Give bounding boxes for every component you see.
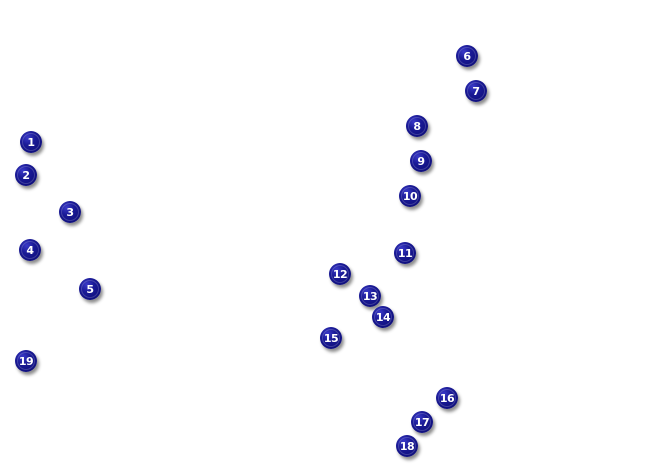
marker-number-label: 8 [413, 119, 421, 133]
numbered-marker-5[interactable]: 5 [79, 278, 101, 300]
numbered-marker-3[interactable]: 3 [59, 201, 81, 223]
marker-number-label: 4 [26, 243, 34, 257]
marker-number-label: 11 [397, 246, 413, 260]
marker-number-label: 9 [417, 154, 425, 168]
marker-number-label: 3 [66, 205, 74, 219]
numbered-marker-8[interactable]: 8 [406, 115, 428, 137]
numbered-marker-2[interactable]: 2 [15, 164, 37, 186]
numbered-marker-17[interactable]: 17 [411, 411, 433, 433]
numbered-marker-18[interactable]: 18 [396, 435, 418, 457]
numbered-marker-16[interactable]: 16 [436, 387, 458, 409]
numbered-marker-15[interactable]: 15 [320, 327, 342, 349]
marker-number-label: 5 [86, 282, 94, 296]
marker-number-label: 15 [323, 331, 339, 345]
marker-number-label: 12 [332, 267, 348, 281]
marker-number-label: 16 [439, 391, 455, 405]
marker-number-label: 13 [362, 289, 378, 303]
marker-number-label: 2 [22, 168, 30, 182]
marker-number-label: 1 [27, 135, 35, 149]
numbered-marker-9[interactable]: 9 [410, 150, 432, 172]
marker-number-label: 14 [375, 310, 391, 324]
marker-number-label: 19 [18, 354, 34, 368]
numbered-marker-11[interactable]: 11 [394, 242, 416, 264]
numbered-marker-1[interactable]: 1 [20, 131, 42, 153]
marker-number-label: 18 [399, 439, 415, 453]
numbered-marker-19[interactable]: 19 [15, 350, 37, 372]
numbered-marker-4[interactable]: 4 [19, 239, 41, 261]
numbered-marker-13[interactable]: 13 [359, 285, 381, 307]
numbered-marker-12[interactable]: 12 [329, 263, 351, 285]
marker-number-label: 17 [414, 415, 430, 429]
marker-number-label: 6 [463, 49, 471, 63]
numbered-marker-10[interactable]: 10 [399, 185, 421, 207]
marker-number-label: 10 [402, 189, 418, 203]
numbered-marker-6[interactable]: 6 [456, 45, 478, 67]
numbered-marker-7[interactable]: 7 [465, 80, 487, 102]
marker-number-label: 7 [472, 84, 480, 98]
numbered-marker-14[interactable]: 14 [372, 306, 394, 328]
